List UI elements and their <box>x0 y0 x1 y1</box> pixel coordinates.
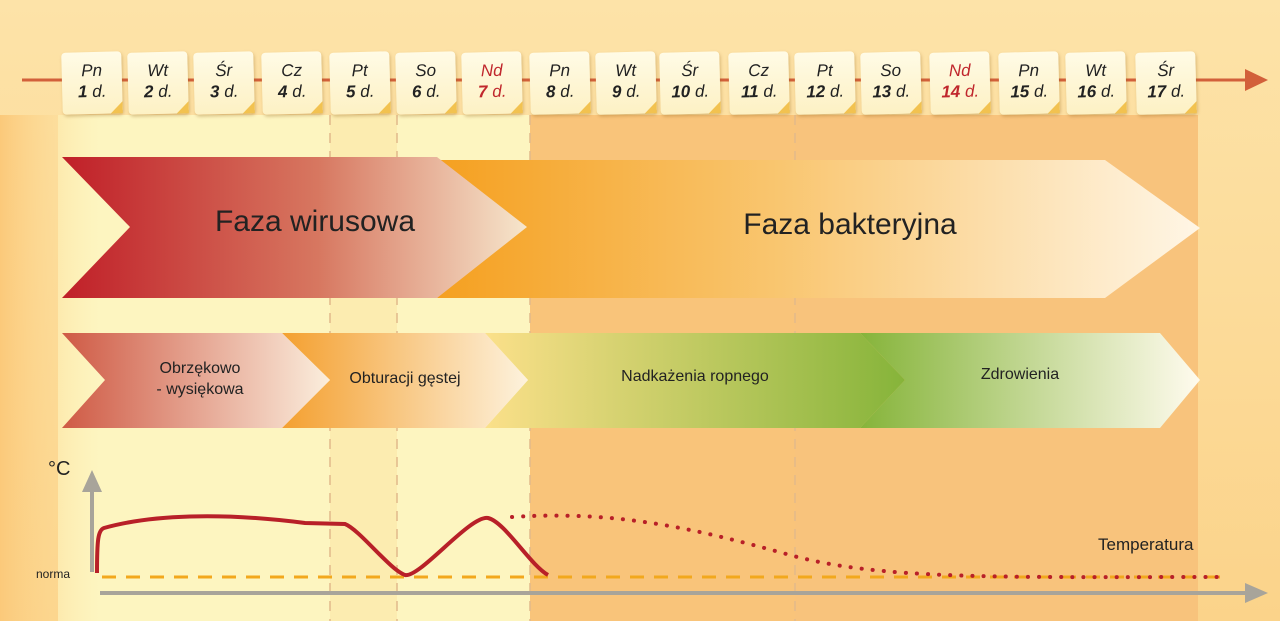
y-axis-unit: °C <box>48 458 71 480</box>
day-name: Nd <box>948 60 971 81</box>
day-number: 7 d. <box>477 81 507 102</box>
viral-phase-arrow <box>62 157 527 298</box>
day-name: So <box>415 60 437 81</box>
temperature-label: Temperatura <box>1098 535 1194 554</box>
day-name: Pt <box>351 60 368 81</box>
bacterial-phase-label: Faza bakteryjna <box>743 208 957 241</box>
bacterial-phase-arrow <box>437 160 1200 298</box>
day-number: 12 d. <box>806 81 845 102</box>
day-name: Nd <box>480 60 503 81</box>
stage-arrow-purulent <box>485 333 905 428</box>
day-number: 5 d. <box>345 81 375 102</box>
stage-purulent-label: Nadkażenia ropnego <box>621 368 769 385</box>
day-name: Wt <box>615 60 637 81</box>
norm-label: norma <box>36 567 71 581</box>
day-number: 17 d. <box>1147 81 1186 102</box>
day-name: So <box>880 60 902 81</box>
temperature-curve <box>95 514 550 577</box>
day-number: 3 d. <box>209 81 239 102</box>
day-number: 6 d. <box>411 81 441 102</box>
viral-phase-label: Faza wirusowa <box>214 205 416 238</box>
day-name: Pn <box>81 60 103 81</box>
day-name: Pn <box>549 60 571 81</box>
day-name: Pn <box>1018 60 1040 81</box>
day-number: 2 d. <box>143 81 173 102</box>
stage-arrow-recovery <box>860 333 1200 428</box>
day-number: 4 d. <box>277 81 307 102</box>
stage-edema-line2: - wysiękowa <box>156 381 244 398</box>
day-number: 11 d. <box>740 81 778 102</box>
day-number: 10 d. <box>671 81 710 102</box>
day-name: Śr <box>1156 60 1175 81</box>
day-number: 8 d. <box>545 81 575 102</box>
day-number: 13 d. <box>872 81 911 102</box>
day-name: Pt <box>816 60 833 81</box>
day-name: Wt <box>1085 60 1107 81</box>
day-name: Cz <box>281 60 303 81</box>
day-name: Śr <box>214 60 233 81</box>
day-number: 15 d. <box>1010 81 1049 102</box>
day-name: Śr <box>680 60 699 81</box>
timeline-arrow-icon <box>1245 69 1268 91</box>
stage-edema-label: Obrzękowo - wysiękowa <box>120 358 280 400</box>
day-number: 16 d. <box>1077 81 1116 102</box>
stage-obturation-label: Obturacji gęstej <box>349 370 461 387</box>
day-name: Wt <box>147 60 169 81</box>
day-number: 1 d. <box>77 81 107 102</box>
stage-arrow-edema <box>62 333 330 428</box>
stage-edema-line1: Obrzękowo <box>159 360 241 377</box>
day-name: Cz <box>748 60 770 81</box>
day-number: 9 d. <box>611 81 641 102</box>
y-axis-arrow-icon <box>82 470 102 492</box>
stage-recovery-label: Zdrowienia <box>980 366 1060 383</box>
day-number: 14 d. <box>941 81 980 102</box>
stage-arrow-obturation <box>282 333 528 428</box>
x-axis-arrow-icon <box>1245 583 1268 603</box>
